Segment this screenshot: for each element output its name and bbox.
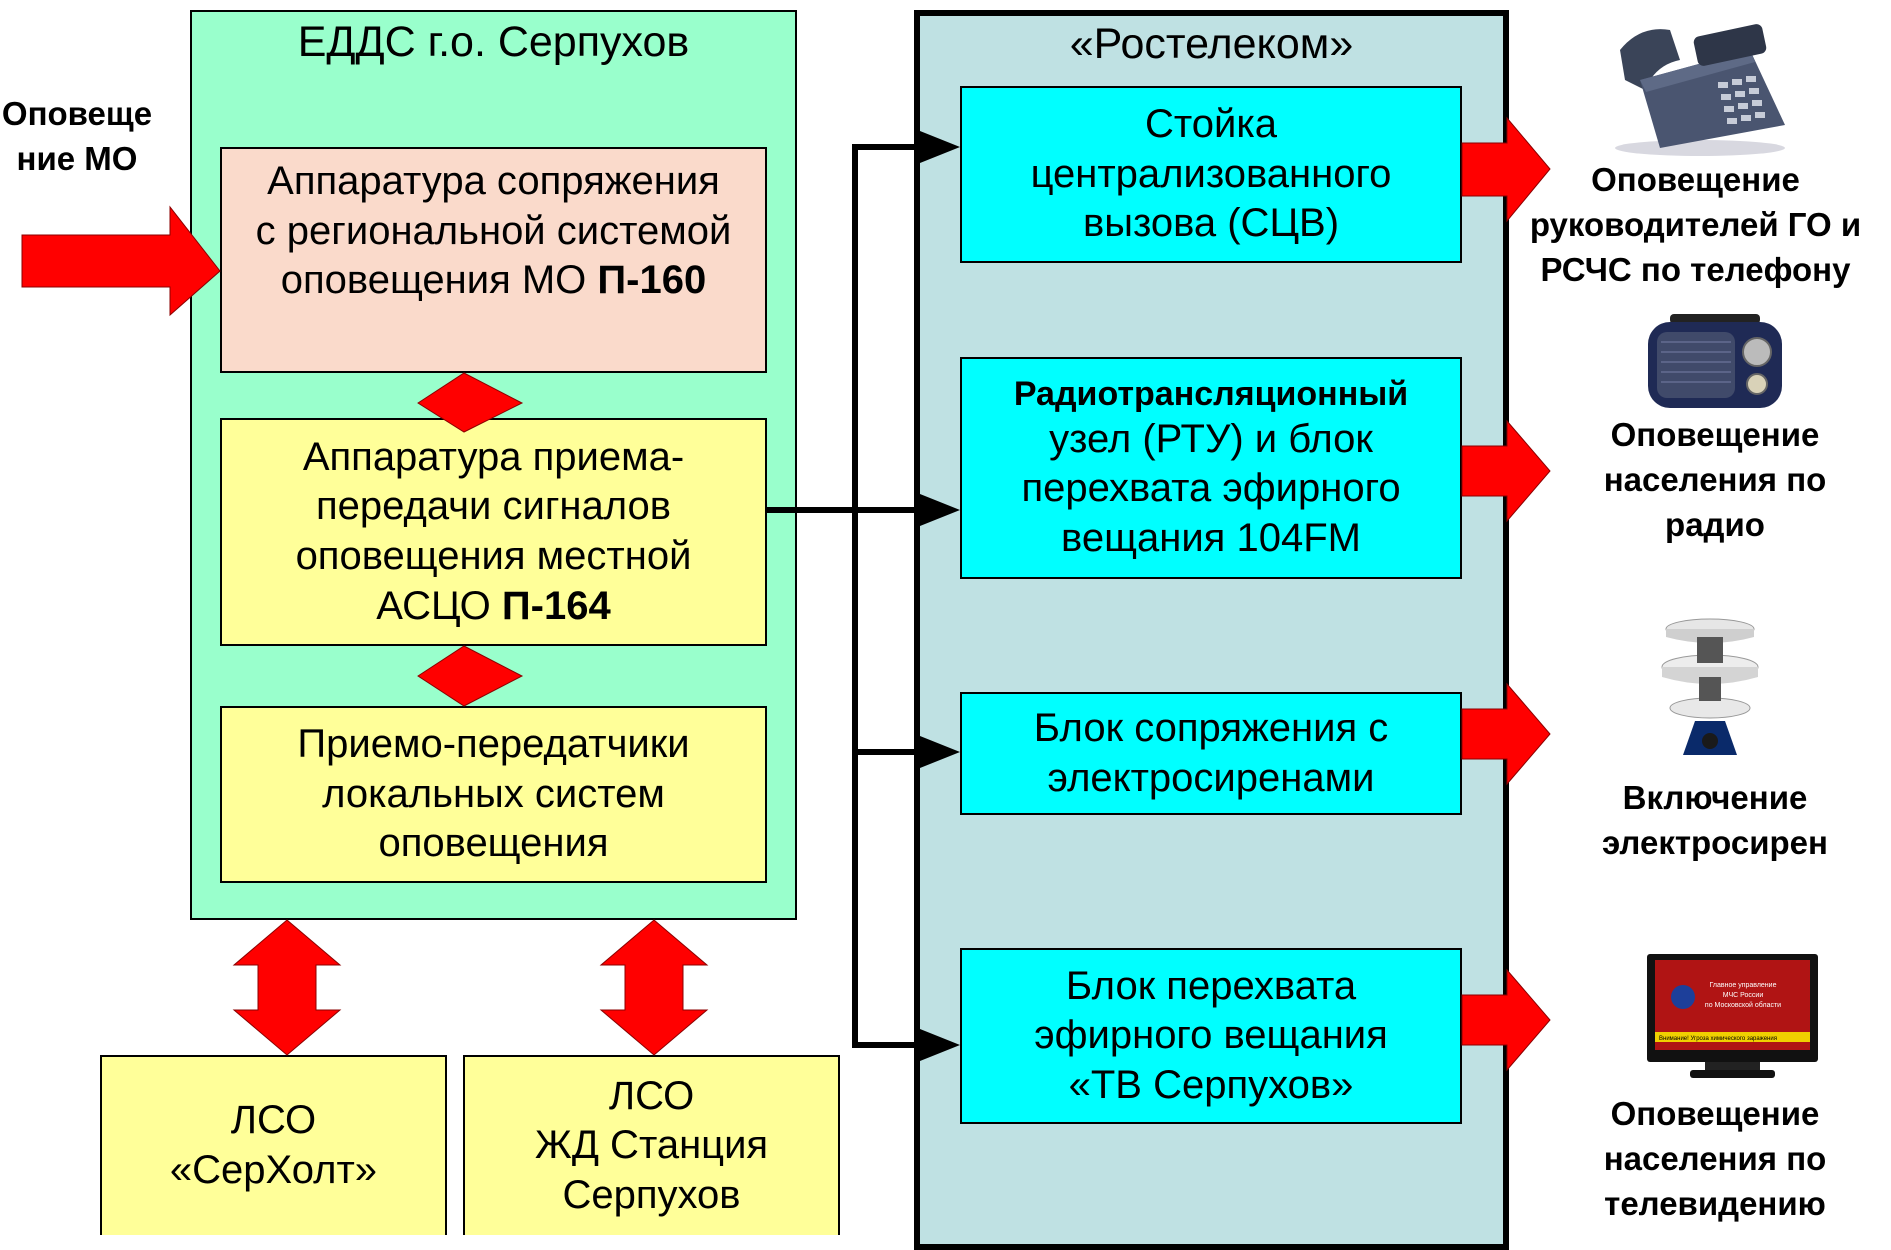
double-arrow-serholt xyxy=(232,919,342,1056)
box-text: Стойка централизованного вызова (СЦВ) xyxy=(1030,102,1392,246)
output-arrow-tv xyxy=(1461,968,1551,1072)
incoming-arrow xyxy=(21,205,221,317)
double-arrow-zd xyxy=(599,919,709,1056)
box-text: Аппаратура сопряжения с региональной сис… xyxy=(255,159,732,303)
box-text: Приемо-передатчики локальных систем опов… xyxy=(297,722,690,866)
diamond-connector-2 xyxy=(417,645,524,707)
box-code: П-160 xyxy=(597,258,707,303)
diamond-connector-1 xyxy=(417,372,524,433)
receive-transmit-equipment-p164: Аппаратура приема- передачи сигналов опо… xyxy=(220,418,767,646)
tv-ticker: Внимание! Угроза химического заражения xyxy=(1659,1036,1777,1042)
box-text: Аппаратура приема- передачи сигналов опо… xyxy=(295,434,692,628)
output-arrow-radio xyxy=(1461,419,1551,523)
tv-screen-line1: Главное управление xyxy=(1710,982,1777,989)
output-label-siren: Включение электросирен xyxy=(1602,779,1828,861)
output-arrow-siren xyxy=(1461,682,1551,786)
output-arrow-phone xyxy=(1461,116,1551,223)
radio-broadcast-node: Радиотрансляционный узел (РТУ) и блок пе… xyxy=(960,357,1462,579)
box-text: Блок сопряжения с электросиренами xyxy=(1033,705,1389,800)
interface-equipment-p160: Аппаратура сопряжения с региональной сис… xyxy=(220,147,767,373)
rostelecom-title: «Ростелеком» xyxy=(1069,20,1354,68)
local-transceivers: Приемо-передатчики локальных систем опов… xyxy=(220,706,767,883)
box-heading: Радиотрансляционный xyxy=(1013,374,1409,413)
radio-receiver-icon xyxy=(1648,314,1782,408)
lso-zd-station: ЛСО ЖД Станция Серпухов xyxy=(463,1055,840,1235)
box-text: ЛСО ЖД Станция Серпухов xyxy=(534,1073,769,1217)
box-text: узел (РТУ) и блок перехвата эфирного вещ… xyxy=(1021,416,1401,560)
desk-phone-icon xyxy=(1615,24,1785,156)
output-label-phone: Оповещение руководителей ГО и РСЧС по те… xyxy=(1529,161,1862,288)
input-label-mo: Оповеще ние МО xyxy=(1,95,153,177)
electric-siren-icon xyxy=(1661,618,1759,755)
box-text: Блок перехвата эфирного вещания «ТВ Серп… xyxy=(1034,963,1388,1107)
siren-interface-block: Блок сопряжения с электросиренами xyxy=(960,692,1462,815)
tv-intercept-block: Блок перехвата эфирного вещания «ТВ Серп… xyxy=(960,948,1462,1124)
tv-screen-line3: по Московской области xyxy=(1705,1001,1781,1009)
edds-title: ЕДДС г.о. Серпухов xyxy=(297,18,690,66)
output-label-radio: Оповещение населения по радио xyxy=(1603,416,1827,543)
lso-serholt: ЛСО «СерХолт» xyxy=(100,1055,447,1235)
tv-screen-icon: Главное управление МЧС России по Московс… xyxy=(1647,954,1818,1078)
tv-screen-line2: МЧС России xyxy=(1723,992,1764,999)
centralized-call-rack: Стойка централизованного вызова (СЦВ) xyxy=(960,86,1462,263)
box-code: П-164 xyxy=(501,583,611,628)
box-text: ЛСО «СерХолт» xyxy=(169,1098,378,1192)
output-label-tv: Оповещение населения по телевидению xyxy=(1603,1095,1827,1222)
